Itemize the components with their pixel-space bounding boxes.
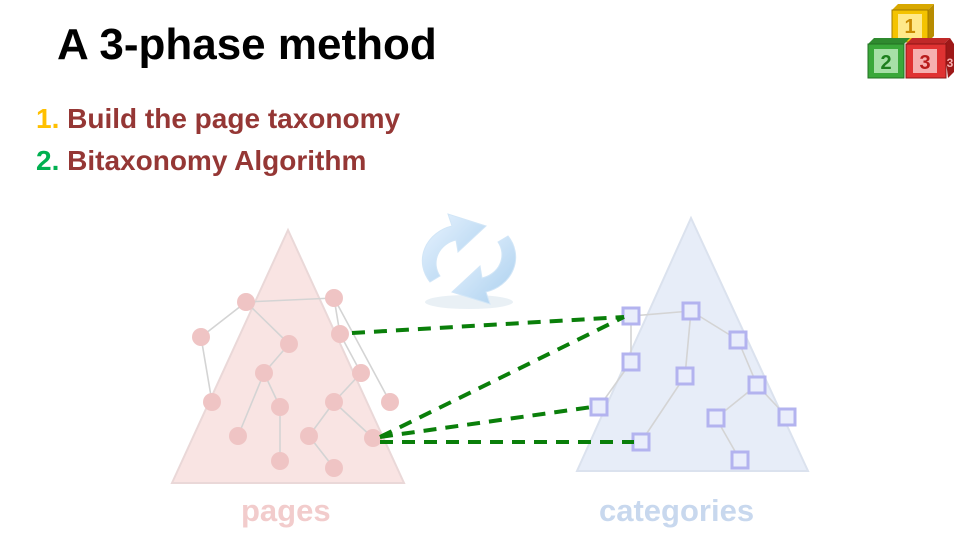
- bitaxonomy-links: [351, 315, 634, 444]
- page-node: [271, 398, 289, 416]
- svg-text:3: 3: [947, 56, 954, 70]
- page-node: [229, 427, 247, 445]
- page-node: [237, 293, 255, 311]
- page-category-link: [379, 315, 625, 439]
- category-node: [777, 407, 797, 427]
- category-node: [631, 432, 651, 452]
- step-1: 1. Build the page taxonomy: [36, 98, 400, 140]
- step-2-number: 2.: [36, 145, 60, 176]
- category-node: [621, 306, 641, 326]
- page-node: [364, 429, 382, 447]
- pages-taxonomy-nodes: [192, 289, 399, 477]
- page-node: [255, 364, 273, 382]
- pages-caption: pages: [241, 493, 331, 528]
- page-node: [331, 325, 349, 343]
- svg-text:1: 1: [904, 16, 915, 38]
- step-1-number: 1.: [36, 103, 60, 134]
- step-2-label: Bitaxonomy Algorithm: [67, 145, 367, 176]
- category-node: [675, 366, 695, 386]
- categories-taxonomy-triangle: [575, 215, 810, 472]
- pages-taxonomy-triangle: [170, 227, 406, 484]
- svg-text:2: 2: [880, 52, 891, 74]
- category-node: [730, 450, 750, 470]
- page-node: [280, 335, 298, 353]
- slide-title: A 3-phase method: [57, 20, 437, 69]
- svg-text:3: 3: [919, 52, 930, 74]
- page-node: [352, 364, 370, 382]
- category-node: [706, 408, 726, 428]
- page-node: [325, 289, 343, 307]
- category-node: [728, 330, 748, 350]
- step-1-label: Build the page taxonomy: [67, 103, 401, 134]
- page-node: [271, 452, 289, 470]
- page-node: [381, 393, 399, 411]
- categories-caption: categories: [599, 493, 755, 528]
- step-2: 2. Bitaxonomy Algorithm: [36, 140, 400, 182]
- page-category-link: [351, 315, 625, 335]
- block-1: 1: [891, 4, 934, 43]
- block-3: 3 3: [905, 38, 954, 79]
- step-list: 1. Build the page taxonomy 2. Bitaxonomy…: [36, 98, 400, 182]
- page-node: [325, 393, 343, 411]
- page-node: [192, 328, 210, 346]
- page-node: [203, 393, 221, 411]
- category-node: [681, 301, 701, 321]
- cycle-arrows-icon: [421, 213, 517, 309]
- page-node: [300, 427, 318, 445]
- category-node: [589, 397, 609, 417]
- category-node: [747, 375, 767, 395]
- category-node: [621, 352, 641, 372]
- page-category-link: [379, 405, 593, 439]
- block-2: 2: [867, 38, 910, 79]
- numbered-blocks-logo: 1 2 3 3: [867, 4, 954, 79]
- page-node: [325, 459, 343, 477]
